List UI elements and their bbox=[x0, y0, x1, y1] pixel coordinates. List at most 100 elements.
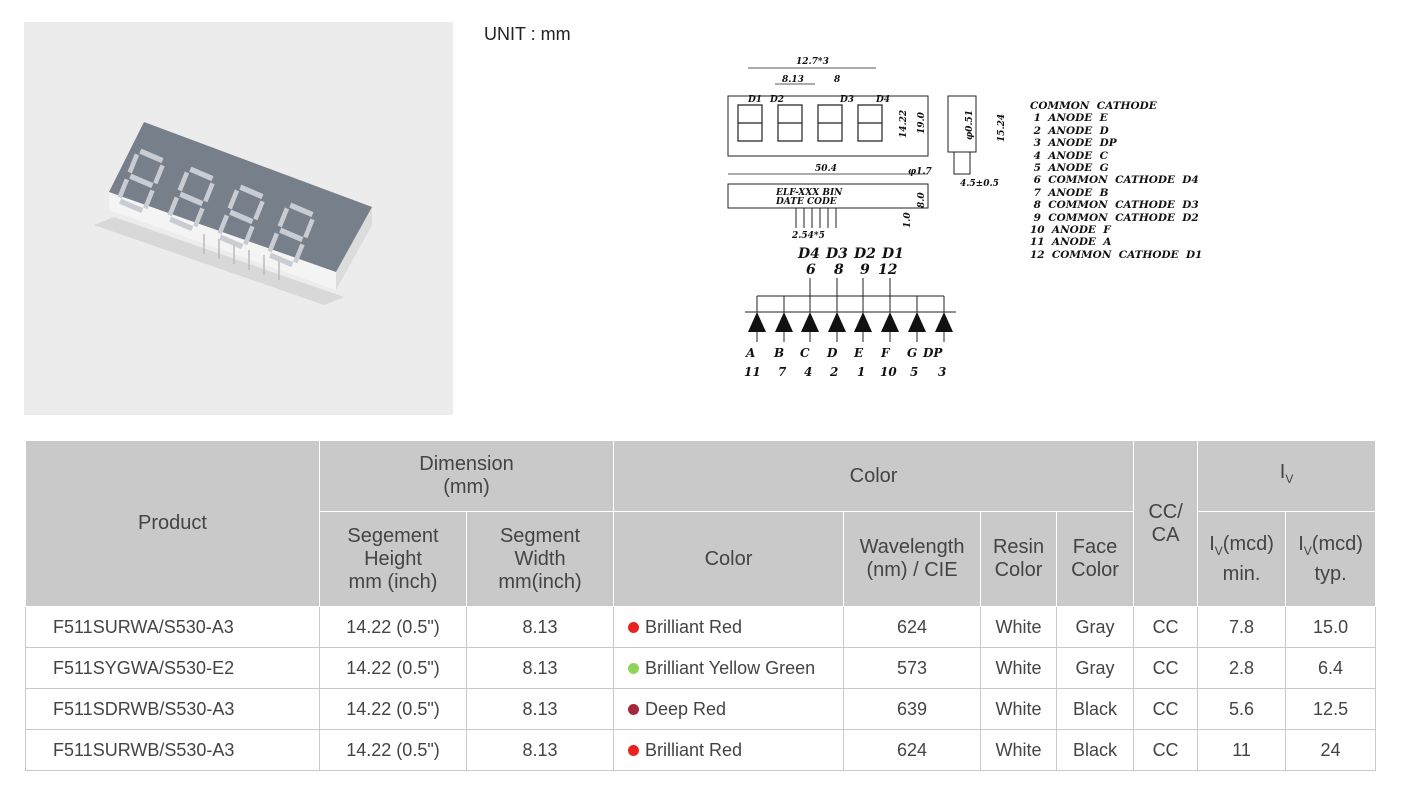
pin-list-item: 5 ANODE G bbox=[1030, 162, 1109, 175]
cell-seg-width: 8.13 bbox=[465, 688, 614, 730]
schem-pin-8: 8 bbox=[834, 262, 844, 278]
cell-iv-typ: 24 bbox=[1285, 729, 1377, 771]
header-iv-min-i: I bbox=[1209, 532, 1215, 555]
cell-product: F511SURWB/S530-A3 bbox=[25, 729, 320, 771]
label-line2: DATE CODE bbox=[775, 197, 837, 207]
schem-d4: D4 bbox=[797, 246, 820, 262]
cell-resin: White bbox=[980, 606, 1057, 648]
dim-side-height: 15.24 bbox=[997, 114, 1007, 142]
dim-height-inner: 14.22 bbox=[899, 110, 909, 138]
pin-list-item: 2 ANODE D bbox=[1030, 124, 1109, 137]
seg-d: D bbox=[826, 346, 838, 360]
pin-list-item: 11 ANODE A bbox=[1030, 236, 1112, 249]
header-iv-typ-i: I bbox=[1298, 532, 1304, 555]
dim-thickness: 8.0 bbox=[917, 192, 927, 208]
pin-list-item: 3 ANODE DP bbox=[1030, 137, 1117, 150]
schem-pin-12: 12 bbox=[878, 262, 898, 278]
schem-pin-6: 6 bbox=[806, 262, 816, 278]
pin-list-item: 4 ANODE C bbox=[1030, 149, 1108, 162]
pin-list-item: 12 COMMON CATHODE D1 bbox=[1030, 248, 1203, 261]
cell-ccca: CC bbox=[1133, 688, 1198, 730]
cell-seg-width: 8.13 bbox=[465, 647, 614, 689]
spec-table: Product Dimension (mm) Color CC/ CA IV S… bbox=[25, 440, 1377, 771]
header-iv-typ-sub: V bbox=[1303, 543, 1312, 558]
dimension-drawing: 12.7*3 8.13 8 D1 D2 D3 D4 14.22 19.0 50.… bbox=[727, 57, 1007, 379]
dim-side-width: 4.5±0.5 bbox=[960, 179, 999, 189]
cell-iv-min: 11 bbox=[1197, 729, 1286, 771]
schem-d3: D3 bbox=[825, 246, 848, 262]
schem-pin-9: 9 bbox=[860, 262, 870, 278]
header-dimension: Dimension (mm) bbox=[318, 440, 615, 512]
header-seg-width-l2: Width bbox=[514, 547, 566, 570]
header-iv-i: I bbox=[1279, 461, 1286, 483]
header-iv-min-label: min. bbox=[1222, 562, 1261, 585]
header-resin-l1: Resin bbox=[992, 536, 1045, 558]
cell-iv-min: 2.8 bbox=[1197, 647, 1286, 689]
seg-pin-1: 1 bbox=[857, 365, 865, 379]
header-ccca-line2: CA bbox=[1151, 523, 1180, 546]
unit-label: UNIT : mm bbox=[484, 24, 571, 44]
cell-iv-typ: 12.5 bbox=[1285, 688, 1377, 730]
header-wavelength: Wavelength (nm) / CIE bbox=[843, 511, 982, 607]
cell-product: F511SDRWB/S530-A3 bbox=[25, 688, 320, 730]
seg-b: B bbox=[773, 346, 784, 360]
cell-seg-height: 14.22 (0.5") bbox=[319, 606, 467, 648]
cell-face: Black bbox=[1056, 729, 1134, 771]
cell-color: Deep Red bbox=[613, 688, 844, 730]
color-dot-icon bbox=[628, 621, 640, 633]
header-iv-sub: V bbox=[1285, 472, 1294, 486]
cell-iv-min: 5.6 bbox=[1197, 688, 1286, 730]
header-iv-min-unit: (mcd) bbox=[1222, 532, 1274, 555]
color-label: Brilliant Red bbox=[645, 616, 743, 637]
dim-top: 12.7*3 bbox=[796, 57, 829, 67]
header-ccca-line1: CC/ bbox=[1148, 500, 1183, 523]
seg-pin-3: 3 bbox=[938, 365, 946, 379]
pin-list: COMMON CATHODE 1 ANODE E 2 ANODE D 3 ANO… bbox=[1030, 100, 1202, 261]
color-dot-icon bbox=[628, 662, 640, 674]
header-dimension-line1: Dimension bbox=[419, 453, 514, 475]
cell-seg-width: 8.13 bbox=[465, 729, 614, 771]
cell-ccca: CC bbox=[1133, 647, 1198, 689]
cell-seg-height: 14.22 (0.5") bbox=[319, 688, 467, 730]
cell-color: Brilliant Red bbox=[613, 606, 844, 648]
pin-list-item: 7 ANODE B bbox=[1030, 186, 1109, 199]
header-seg-width-l1: Segment bbox=[499, 524, 581, 547]
cell-wavelength: 573 bbox=[843, 647, 981, 689]
dim-pitch: 2.54*5 bbox=[791, 231, 825, 241]
header-face-l2: Color bbox=[1071, 559, 1119, 581]
seg-a: A bbox=[745, 346, 755, 360]
header-iv-typ-unit: (mcd) bbox=[1311, 532, 1363, 555]
cell-resin: White bbox=[980, 647, 1057, 689]
header-seg-height-l1: Segement bbox=[347, 524, 439, 547]
header-iv-group: IV bbox=[1197, 440, 1377, 512]
cell-resin: White bbox=[980, 729, 1057, 771]
dim-pin-dia: φ1.7 bbox=[908, 167, 933, 177]
header-iv-min-sub: V bbox=[1214, 543, 1223, 558]
color-dot-icon bbox=[628, 703, 640, 715]
digit-label-d4: D4 bbox=[875, 95, 890, 105]
color-label: Deep Red bbox=[645, 698, 727, 719]
cell-color: Brilliant Yellow Green bbox=[613, 647, 844, 689]
seg-pin-4: 4 bbox=[804, 365, 812, 379]
cell-seg-width: 8.13 bbox=[465, 606, 614, 648]
cell-resin: White bbox=[980, 688, 1057, 730]
cell-ccca: CC bbox=[1133, 729, 1198, 771]
cell-wavelength: 624 bbox=[843, 729, 981, 771]
header-iv-typ: IV(mcd) typ. bbox=[1285, 511, 1377, 607]
header-wavelength-l2: (nm) / CIE bbox=[866, 559, 958, 581]
cell-seg-height: 14.22 (0.5") bbox=[319, 647, 467, 689]
dim-8: 8 bbox=[834, 75, 841, 85]
header-product: Product bbox=[25, 440, 320, 607]
cell-iv-typ: 15.0 bbox=[1285, 606, 1377, 648]
seg-pin-10: 10 bbox=[880, 365, 897, 379]
cell-color: Brilliant Red bbox=[613, 729, 844, 771]
schem-d2: D2 bbox=[853, 246, 876, 262]
dim-length: 50.4 bbox=[815, 164, 837, 174]
header-seg-width-l3: mm(inch) bbox=[498, 570, 582, 593]
header-seg-height: Segement Height mm (inch) bbox=[319, 511, 467, 607]
label-line1: ELF-XXX BIN bbox=[775, 188, 843, 198]
cell-iv-min: 7.8 bbox=[1197, 606, 1286, 648]
header-resin-l2: Color bbox=[994, 559, 1043, 581]
